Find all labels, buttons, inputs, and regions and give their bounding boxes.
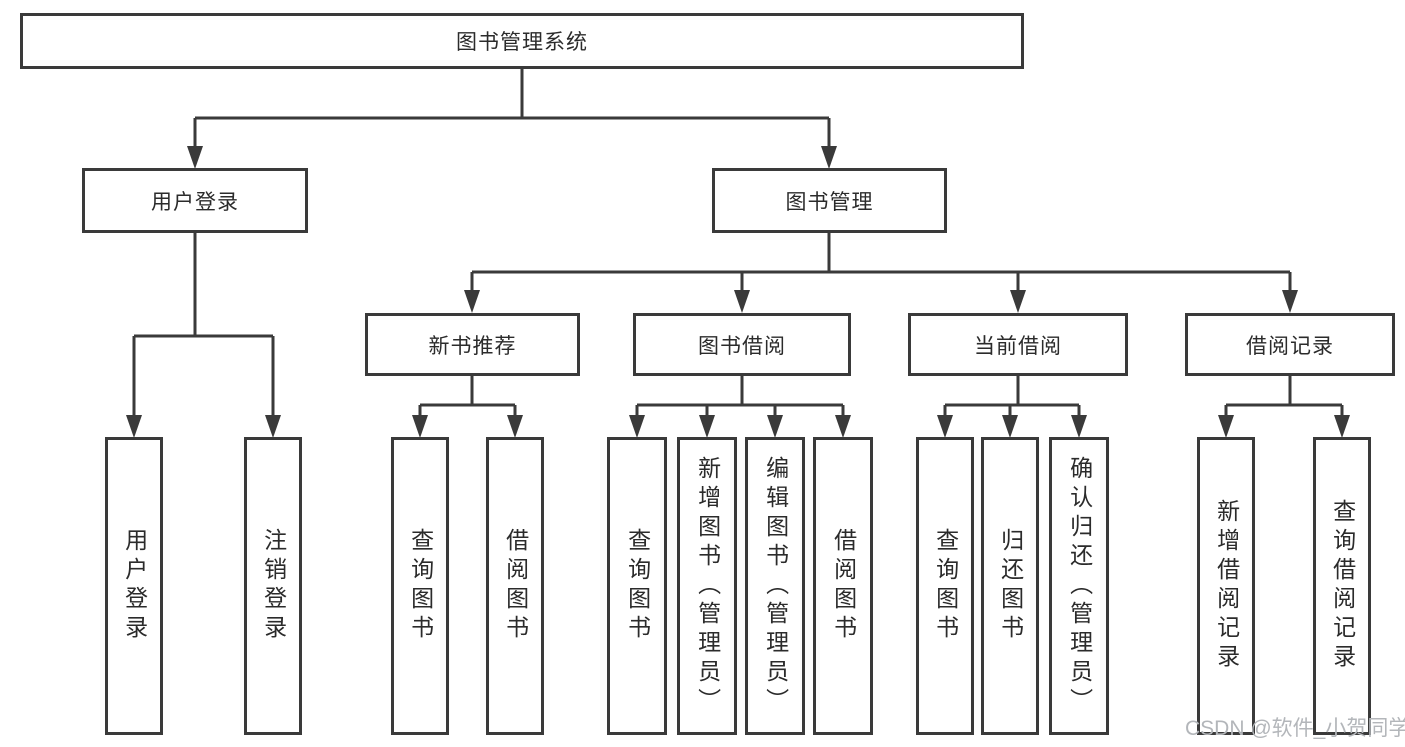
leaf-logout: 注销登录 bbox=[244, 437, 302, 735]
csdn-watermark: CSDN @软件_小贺同学 bbox=[1185, 717, 1405, 740]
arrow-down-icon bbox=[835, 415, 851, 438]
arrow-down-icon bbox=[1334, 415, 1350, 438]
leaf-user-login: 用户登录 bbox=[105, 437, 163, 735]
arrow-down-icon bbox=[265, 415, 281, 438]
node-book-borrow: 图书借阅 bbox=[633, 313, 851, 376]
arrow-down-icon bbox=[1218, 415, 1234, 438]
arrow-down-icon bbox=[699, 415, 715, 438]
root-node-library-system: 图书管理系统 bbox=[20, 13, 1024, 69]
arrowheads bbox=[126, 146, 1350, 438]
leaf-borrow-books-label: 借阅图书 bbox=[830, 528, 857, 644]
leaf-query-borrow-record: 查询借阅记录 bbox=[1313, 437, 1371, 735]
connector-current-to-leaves bbox=[943, 376, 1081, 417]
connector-root-to-level2 bbox=[193, 69, 831, 148]
connector-records-to-leaves bbox=[1224, 376, 1344, 417]
arrow-down-icon bbox=[629, 415, 645, 438]
leaf-query-books-borrow: 查询图书 bbox=[607, 437, 667, 735]
arrow-down-icon bbox=[767, 415, 783, 438]
leaf-query-books-recommend-label: 查询图书 bbox=[407, 528, 434, 644]
arrow-down-icon bbox=[734, 290, 750, 313]
leaf-add-borrow-record: 新增借阅记录 bbox=[1197, 437, 1255, 735]
leaf-user-login-label: 用户登录 bbox=[121, 528, 148, 644]
node-book-management: 图书管理 bbox=[712, 168, 947, 233]
connector-recommend-to-leaves bbox=[418, 376, 517, 417]
leaf-query-books-current-label: 查询图书 bbox=[932, 528, 959, 644]
leaf-borrow-books-recommend-label: 借阅图书 bbox=[502, 528, 529, 644]
node-book-management-label: 图书管理 bbox=[785, 190, 874, 214]
node-user-login-label: 用户登录 bbox=[151, 190, 239, 214]
arrow-down-icon bbox=[1071, 415, 1087, 438]
connector-borrow-to-leaves bbox=[635, 376, 845, 417]
node-borrow-records: 借阅记录 bbox=[1185, 313, 1395, 376]
root-node-label: 图书管理系统 bbox=[456, 31, 588, 54]
node-user-login: 用户登录 bbox=[82, 168, 308, 233]
arrow-down-icon bbox=[821, 146, 837, 169]
arrow-down-icon bbox=[937, 415, 953, 438]
leaf-add-book-admin: 新增图书（管理员） bbox=[677, 437, 737, 735]
leaf-add-borrow-record-label: 新增借阅记录 bbox=[1213, 499, 1240, 673]
leaf-edit-book-admin: 编辑图书（管理员） bbox=[745, 437, 805, 735]
leaf-borrow-books-recommend: 借阅图书 bbox=[486, 437, 544, 735]
arrow-down-icon bbox=[464, 290, 480, 313]
arrow-down-icon bbox=[187, 146, 203, 169]
leaf-query-books-borrow-label: 查询图书 bbox=[624, 528, 651, 644]
leaf-add-book-admin-label: 新增图书（管理员） bbox=[694, 455, 721, 717]
leaf-query-books-recommend: 查询图书 bbox=[391, 437, 449, 735]
arrow-down-icon bbox=[1002, 415, 1018, 438]
arrow-down-icon bbox=[126, 415, 142, 438]
node-new-book-recommend-label: 新书推荐 bbox=[428, 334, 517, 358]
arrow-down-icon bbox=[412, 415, 428, 438]
arrow-down-icon bbox=[1010, 290, 1026, 313]
arrow-down-icon bbox=[1282, 290, 1298, 313]
node-current-borrow: 当前借阅 bbox=[908, 313, 1128, 376]
leaf-return-books: 归还图书 bbox=[981, 437, 1039, 735]
tree-connectors bbox=[132, 69, 1344, 417]
leaf-query-borrow-record-label: 查询借阅记录 bbox=[1329, 499, 1356, 673]
leaf-borrow-books: 借阅图书 bbox=[813, 437, 873, 735]
leaf-edit-book-admin-label: 编辑图书（管理员） bbox=[762, 455, 789, 717]
node-borrow-records-label: 借阅记录 bbox=[1246, 334, 1334, 358]
node-current-borrow-label: 当前借阅 bbox=[974, 334, 1062, 358]
node-book-borrow-label: 图书借阅 bbox=[698, 334, 786, 358]
leaf-confirm-return-admin: 确认归还（管理员） bbox=[1049, 437, 1109, 735]
leaf-logout-label: 注销登录 bbox=[260, 528, 287, 644]
leaf-return-books-label: 归还图书 bbox=[997, 528, 1024, 644]
arrow-down-icon bbox=[507, 415, 523, 438]
node-new-book-recommend: 新书推荐 bbox=[365, 313, 580, 376]
leaf-query-books-current: 查询图书 bbox=[916, 437, 974, 735]
connector-userlogin-to-leaves bbox=[132, 233, 275, 417]
leaf-confirm-return-admin-label: 确认归还（管理员） bbox=[1066, 455, 1093, 717]
connector-bookmgmt-to-level3 bbox=[470, 233, 1292, 292]
